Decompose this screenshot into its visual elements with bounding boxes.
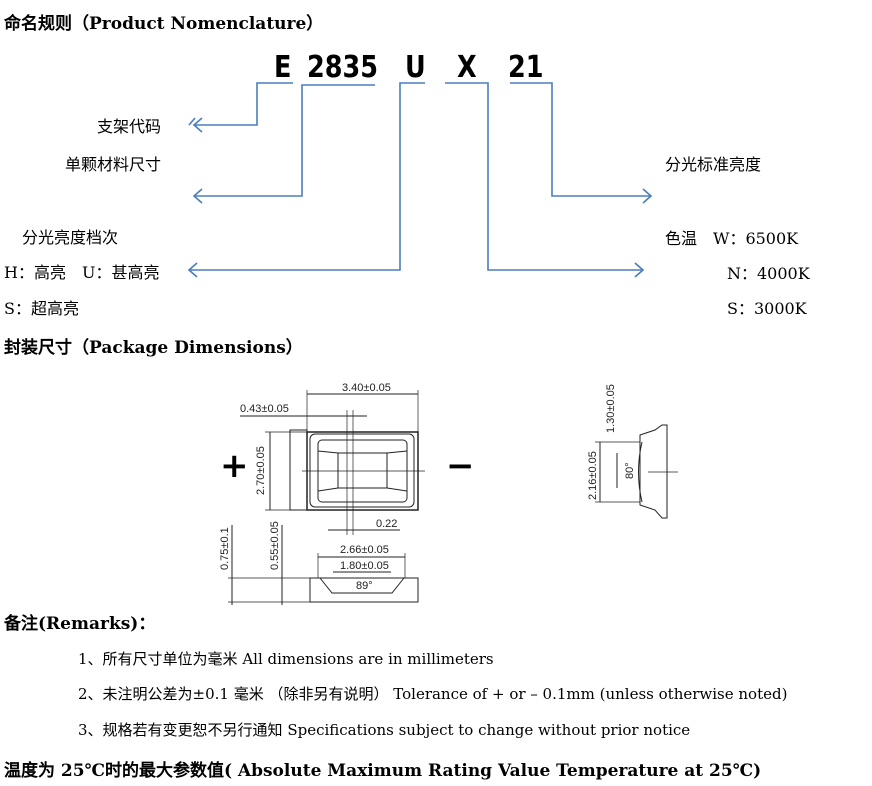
label-bracket-code: 支架代码 xyxy=(97,117,162,136)
remark-item: 2、未注明公差为±0.1 毫米 （除非另有说明） Tolerance of + … xyxy=(78,685,788,703)
dim-0-43: 0.43±0.05 xyxy=(240,403,289,415)
label-cct-w: 色温 W：6500K xyxy=(665,229,799,248)
remark-item: 1、所有尺寸单位为毫米 All dimensions are in millim… xyxy=(78,650,494,668)
dim-1-80: 1.80±0.05 xyxy=(340,560,389,572)
code-e: E xyxy=(274,50,292,85)
package-drawing: + − 3.40±0.05 0.43±0.05 2.70±0.05 0.22 2… xyxy=(219,382,678,605)
label-cct-s: S：3000K xyxy=(727,299,807,318)
label-cct-n: N：4000K xyxy=(727,264,810,283)
nomenclature-connectors xyxy=(187,82,653,278)
label-chip-size: 单颗材料尺寸 xyxy=(65,155,162,174)
code-num: 21 xyxy=(508,50,544,85)
code-u: U xyxy=(405,50,426,85)
dim-2-70: 2.70±0.05 xyxy=(255,446,267,495)
dim-80-deg: 80° xyxy=(624,462,636,479)
dim-0-75: 0.75±0.1 xyxy=(219,527,231,570)
plus-terminal-mark: + xyxy=(220,446,249,486)
remarks-heading: 备注(Remarks)： xyxy=(4,614,156,634)
dim-2-16: 2.16±0.05 xyxy=(587,451,599,500)
dim-2-66: 2.66±0.05 xyxy=(340,544,389,556)
label-bins-line2: S：超高亮 xyxy=(4,299,79,318)
dim-0-22: 0.22 xyxy=(376,518,397,530)
nomenclature-heading: 命名规则（Product Nomenclature） xyxy=(4,14,324,34)
code-size: 2835 xyxy=(307,50,378,85)
dim-0-55: 0.55±0.05 xyxy=(269,521,281,570)
dim-1-30: 1.30±0.05 xyxy=(605,384,617,433)
remark-item: 3、规格若有变更恕不另行通知 Specifications subject to… xyxy=(78,721,691,739)
code-x: X xyxy=(457,50,477,85)
label-brightness-bin: 分光亮度档次 xyxy=(22,228,119,247)
max-rating-heading: 温度为 25℃时的最大参数值( Absolute Maximum Rating … xyxy=(4,761,762,781)
dim-89-deg: 89° xyxy=(356,580,373,592)
label-std-brightness: 分光标准亮度 xyxy=(665,155,762,174)
package-heading: 封装尺寸（Package Dimensions） xyxy=(4,338,303,358)
label-bins-line1: H：高亮 U：甚高亮 xyxy=(4,263,160,282)
dim-3-40: 3.40±0.05 xyxy=(342,382,391,394)
minus-terminal-mark: − xyxy=(446,446,475,486)
